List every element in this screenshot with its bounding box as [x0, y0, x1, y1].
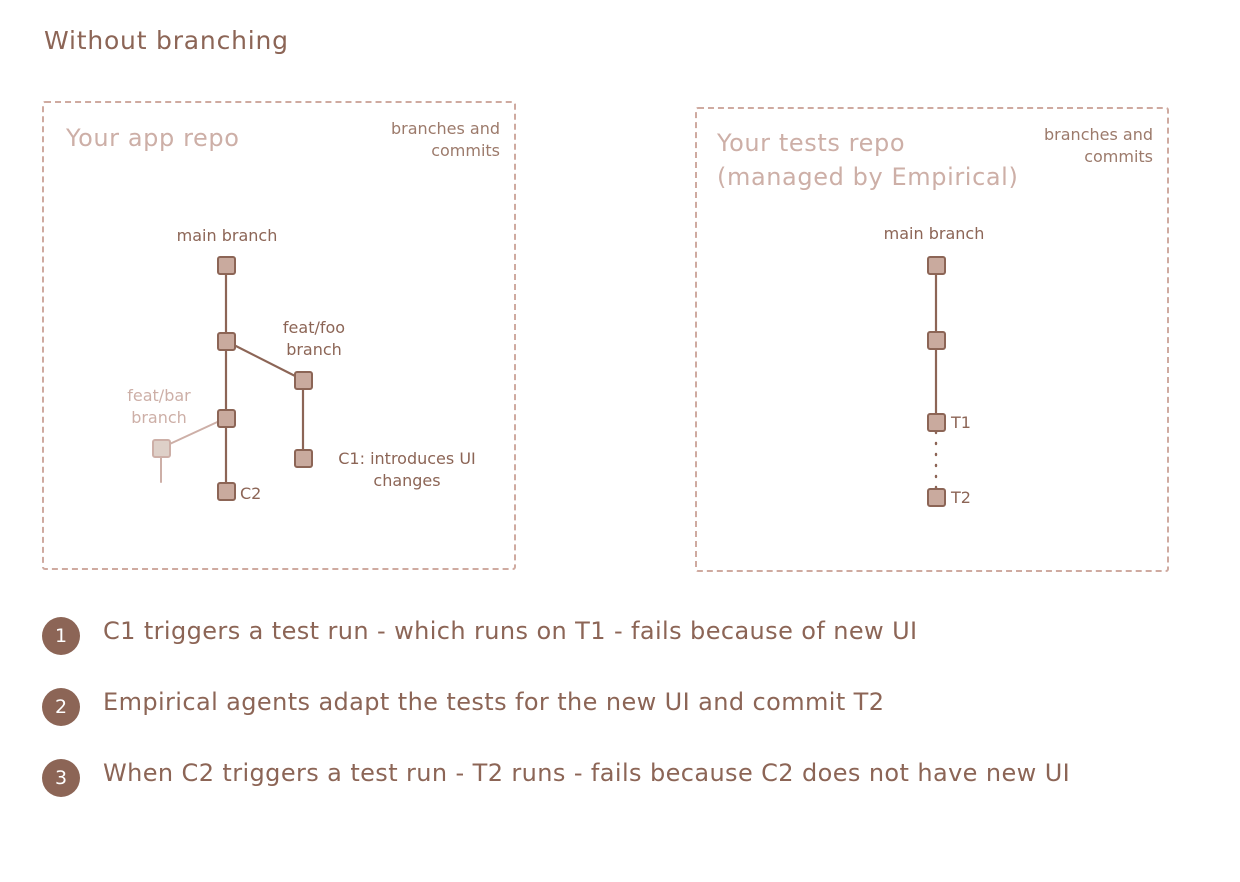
step-number-badge: 2	[42, 688, 80, 726]
tests-repo-title: Your tests repo (managed by Empirical)	[717, 129, 1019, 191]
app-repo-note: branches and commits	[391, 119, 500, 160]
list-item: 3 When C2 triggers a test run - T2 runs …	[42, 756, 1172, 797]
list-item: 1 C1 triggers a test run - which runs on…	[42, 614, 1172, 655]
tests-repo-note: branches and commits	[1044, 125, 1153, 166]
list-item: 2 Empirical agents adapt the tests for t…	[42, 685, 1172, 726]
label-main-branch-app: main branch	[176, 226, 278, 245]
label-main-branch-tests: main branch	[883, 224, 985, 243]
step-text: Empirical agents adapt the tests for the…	[103, 688, 885, 716]
label-feat-foo-branch: feat/foo branch	[282, 318, 346, 359]
step-text: C1 triggers a test run - which runs on T…	[103, 617, 918, 645]
label-commit-c2: C2	[240, 484, 262, 503]
step-number-badge: 3	[42, 759, 80, 797]
label-commit-t1: T1	[951, 413, 971, 432]
page-title: Without branching	[44, 26, 289, 55]
app-repo-title: Your app repo	[66, 124, 240, 152]
label-commit-c1: C1: introduces UI changes	[338, 449, 476, 490]
step-text: When C2 triggers a test run - T2 runs - …	[103, 759, 1071, 787]
app-repo-panel: Your app repo branches and commits	[42, 101, 516, 570]
tests-repo-panel: Your tests repo (managed by Empirical) b…	[695, 107, 1169, 572]
steps-list: 1 C1 triggers a test run - which runs on…	[42, 614, 1172, 827]
label-feat-bar-branch: feat/bar branch	[127, 386, 191, 427]
label-commit-t2: T2	[951, 488, 971, 507]
step-number-badge: 1	[42, 617, 80, 655]
